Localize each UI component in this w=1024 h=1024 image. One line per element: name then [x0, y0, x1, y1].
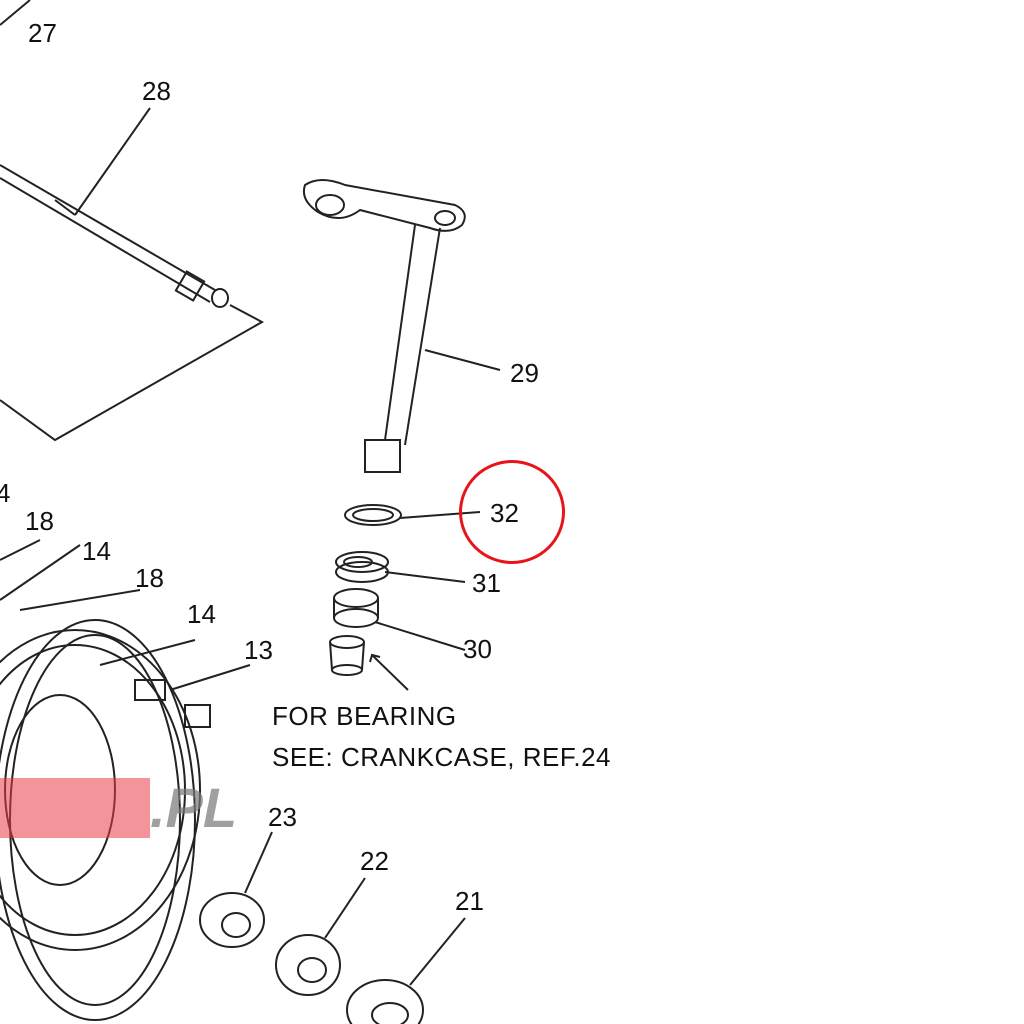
shaft-28: [0, 0, 265, 442]
oil-seal-31: [335, 551, 466, 583]
bearing-30: [333, 588, 466, 651]
callout-30: 30: [463, 634, 492, 664]
watermark-red-block: [0, 778, 150, 838]
callout-22: 22: [360, 846, 389, 876]
highlight-circle: [459, 460, 565, 564]
callout-18: 18: [25, 506, 54, 536]
washer-21: [346, 917, 466, 1024]
note-line-2: SEE: CRANKCASE, REF.24: [272, 742, 611, 772]
callout-4: 4: [0, 478, 11, 508]
callout-29: 29: [510, 358, 539, 388]
callout-23: 23: [268, 802, 297, 832]
callout-14b: 14: [187, 599, 216, 629]
callout-13: 13: [244, 635, 273, 665]
callout-27: 27: [28, 18, 57, 48]
callout-21: 21: [455, 886, 484, 916]
callout-28: 28: [142, 76, 171, 106]
collar: [329, 635, 409, 691]
watermark: .PL: [0, 778, 260, 838]
watermark-text: .PL: [150, 776, 238, 839]
callout-14: 14: [82, 536, 111, 566]
washer-22: [275, 877, 366, 996]
note-line-1: FOR BEARING: [272, 701, 457, 731]
callout-18b: 18: [135, 563, 164, 593]
callout-31: 31: [472, 568, 501, 598]
kick-shaft-29: [302, 179, 501, 473]
nut-23: [199, 831, 273, 948]
